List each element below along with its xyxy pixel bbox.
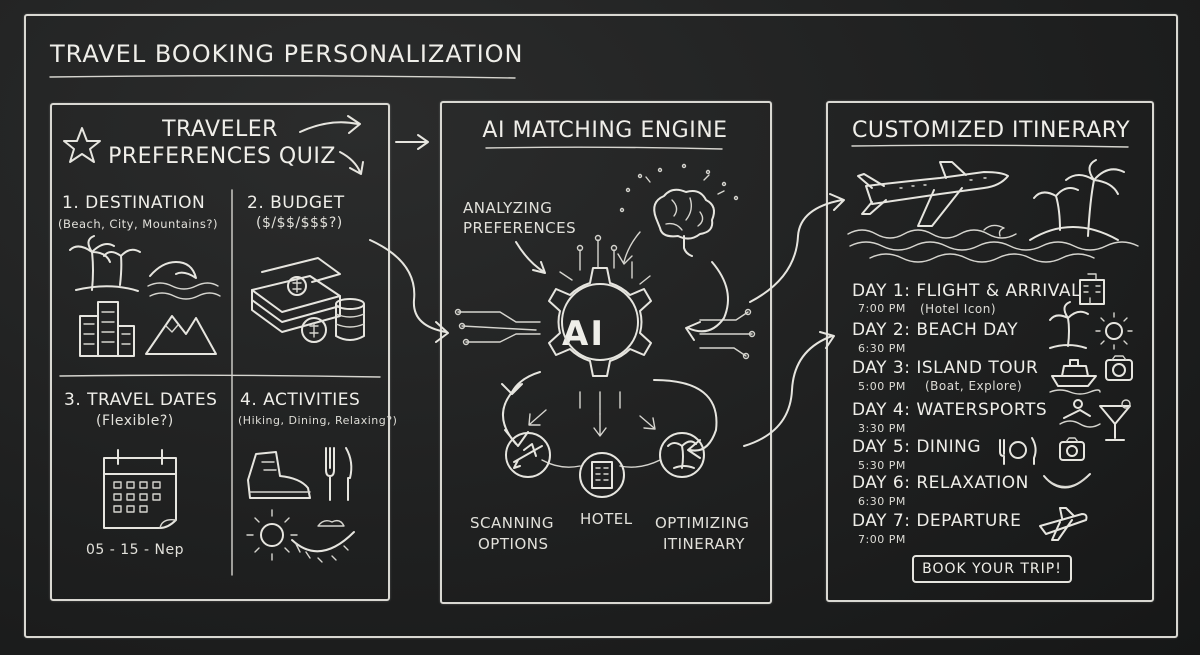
optimizing-line2: ITINERARY bbox=[663, 535, 745, 553]
dates-hint: (Flexible?) bbox=[96, 413, 174, 429]
day-1-note: (Hotel Icon) bbox=[920, 302, 997, 316]
day-6-time: 6:30 PM bbox=[858, 495, 906, 508]
outer-frame bbox=[24, 14, 1178, 638]
day-7-time: 7:00 PM bbox=[858, 533, 906, 546]
itinerary-heading: CUSTOMIZED ITINERARY bbox=[852, 118, 1131, 143]
arrow-icon bbox=[299, 115, 361, 134]
cycle-arrow-icon bbox=[685, 261, 729, 341]
coins-icon bbox=[301, 298, 365, 343]
analyzing-line1: ANALYZING bbox=[463, 199, 553, 217]
quiz-divider-horizontal bbox=[59, 374, 381, 378]
city-buildings-icon bbox=[79, 301, 135, 357]
cycle-arrow-icon bbox=[501, 371, 541, 395]
wave-icon bbox=[147, 261, 221, 300]
sun-icon bbox=[246, 509, 298, 561]
quiz-panel bbox=[50, 103, 390, 601]
day-3-note: (Boat, Explore) bbox=[925, 379, 1023, 393]
hammock-icon bbox=[1043, 473, 1091, 489]
wave-icon bbox=[847, 224, 1139, 263]
activities-hint: (Hiking, Dining, Relaxing?) bbox=[238, 414, 398, 427]
palm-tree-icon bbox=[659, 432, 705, 478]
dates-value: 05 - 15 - Nep bbox=[86, 542, 185, 558]
boat-icon bbox=[1049, 359, 1101, 395]
day-7-label: DAY 7: DEPARTURE bbox=[852, 511, 1022, 531]
hotel-label: HOTEL bbox=[580, 510, 633, 528]
analyzing-line2: PREFERENCES bbox=[463, 219, 577, 237]
palm-tree-icon bbox=[1049, 301, 1089, 349]
cycle-arrow-icon bbox=[653, 379, 718, 459]
camera-icon bbox=[1059, 437, 1085, 461]
hammock-icon bbox=[291, 519, 355, 563]
budget-label: 2. BUDGET bbox=[247, 193, 345, 213]
star-icon bbox=[63, 127, 101, 163]
arrow-icon bbox=[339, 151, 364, 175]
palm-tree-icon bbox=[69, 235, 141, 292]
page-title: TRAVEL BOOKING PERSONALIZATION bbox=[50, 40, 524, 68]
quiz-heading-line2: PREFERENCES QUIZ bbox=[108, 144, 336, 169]
itinerary-heading-underline bbox=[851, 144, 1129, 148]
flow-arrow bbox=[743, 331, 835, 447]
quiz-heading-line1: TRAVELER bbox=[162, 117, 278, 142]
brain-icon bbox=[653, 188, 715, 257]
gear-icon bbox=[548, 267, 652, 377]
arrow-icon bbox=[515, 241, 546, 274]
day-1-time: 7:00 PM bbox=[858, 302, 906, 315]
scanning-line1: SCANNING bbox=[470, 514, 554, 532]
arrow-icon bbox=[395, 134, 429, 150]
budget-hint: ($/$$/$$$?) bbox=[256, 215, 343, 231]
airplane-icon bbox=[857, 161, 1009, 227]
arrow-icon bbox=[593, 413, 607, 437]
sparkle-dots bbox=[619, 163, 739, 213]
arrow-icon bbox=[528, 409, 547, 426]
title-underline bbox=[49, 75, 516, 79]
destination-hint: (Beach, City, Mountains?) bbox=[58, 217, 218, 231]
engine-heading: AI MATCHING ENGINE bbox=[482, 118, 728, 143]
camera-icon bbox=[1105, 355, 1133, 381]
itinerary-panel bbox=[826, 101, 1154, 602]
fork-knife-icon bbox=[325, 447, 353, 501]
day-3-label: DAY 3: ISLAND TOUR bbox=[852, 358, 1039, 378]
mountains-icon bbox=[145, 315, 217, 355]
arrow-icon bbox=[639, 415, 656, 430]
optimizing-line1: OPTIMIZING bbox=[655, 514, 750, 532]
engine-panel bbox=[440, 101, 772, 604]
scanning-line2: OPTIONS bbox=[478, 535, 549, 553]
ai-core-label: AI bbox=[562, 314, 605, 354]
dates-label: 3. TRAVEL DATES bbox=[64, 390, 218, 410]
flow-arrow bbox=[749, 193, 845, 303]
book-trip-button[interactable]: BOOK YOUR TRIP! bbox=[912, 555, 1072, 583]
flow-arrow bbox=[369, 239, 449, 343]
engine-heading-underline bbox=[485, 146, 723, 150]
hotel-icon bbox=[1079, 273, 1105, 305]
day-5-time: 5:30 PM bbox=[858, 459, 906, 472]
day-4-label: DAY 4: WATERSPORTS bbox=[852, 400, 1048, 420]
day-5-label: DAY 5: DINING bbox=[852, 437, 982, 457]
arrow-icon bbox=[617, 231, 641, 265]
cocktail-icon bbox=[1099, 399, 1131, 441]
day-2-label: DAY 2: BEACH DAY bbox=[852, 320, 1019, 340]
calendar-icon bbox=[103, 449, 177, 529]
fork-knife-icon bbox=[999, 437, 1037, 465]
day-4-time: 3:30 PM bbox=[858, 422, 906, 435]
day-6-label: DAY 6: RELAXATION bbox=[852, 473, 1029, 493]
day-2-time: 6:30 PM bbox=[858, 342, 906, 355]
day-1-label: DAY 1: FLIGHT & ARRIVAL bbox=[852, 281, 1081, 301]
sun-icon bbox=[1095, 312, 1133, 350]
island-icon bbox=[1029, 159, 1125, 241]
destination-label: 1. DESTINATION bbox=[62, 193, 206, 213]
swimmer-icon bbox=[1059, 399, 1101, 428]
airplane-icon bbox=[1039, 507, 1088, 541]
hotel-icon bbox=[579, 452, 625, 498]
airplane-icon bbox=[505, 432, 551, 478]
hiking-boot-icon bbox=[247, 451, 311, 499]
circuit-lines bbox=[454, 234, 756, 415]
activities-label: 4. ACTIVITIES bbox=[240, 390, 361, 410]
money-stack-icon bbox=[251, 257, 341, 333]
day-3-time: 5:00 PM bbox=[858, 380, 906, 393]
